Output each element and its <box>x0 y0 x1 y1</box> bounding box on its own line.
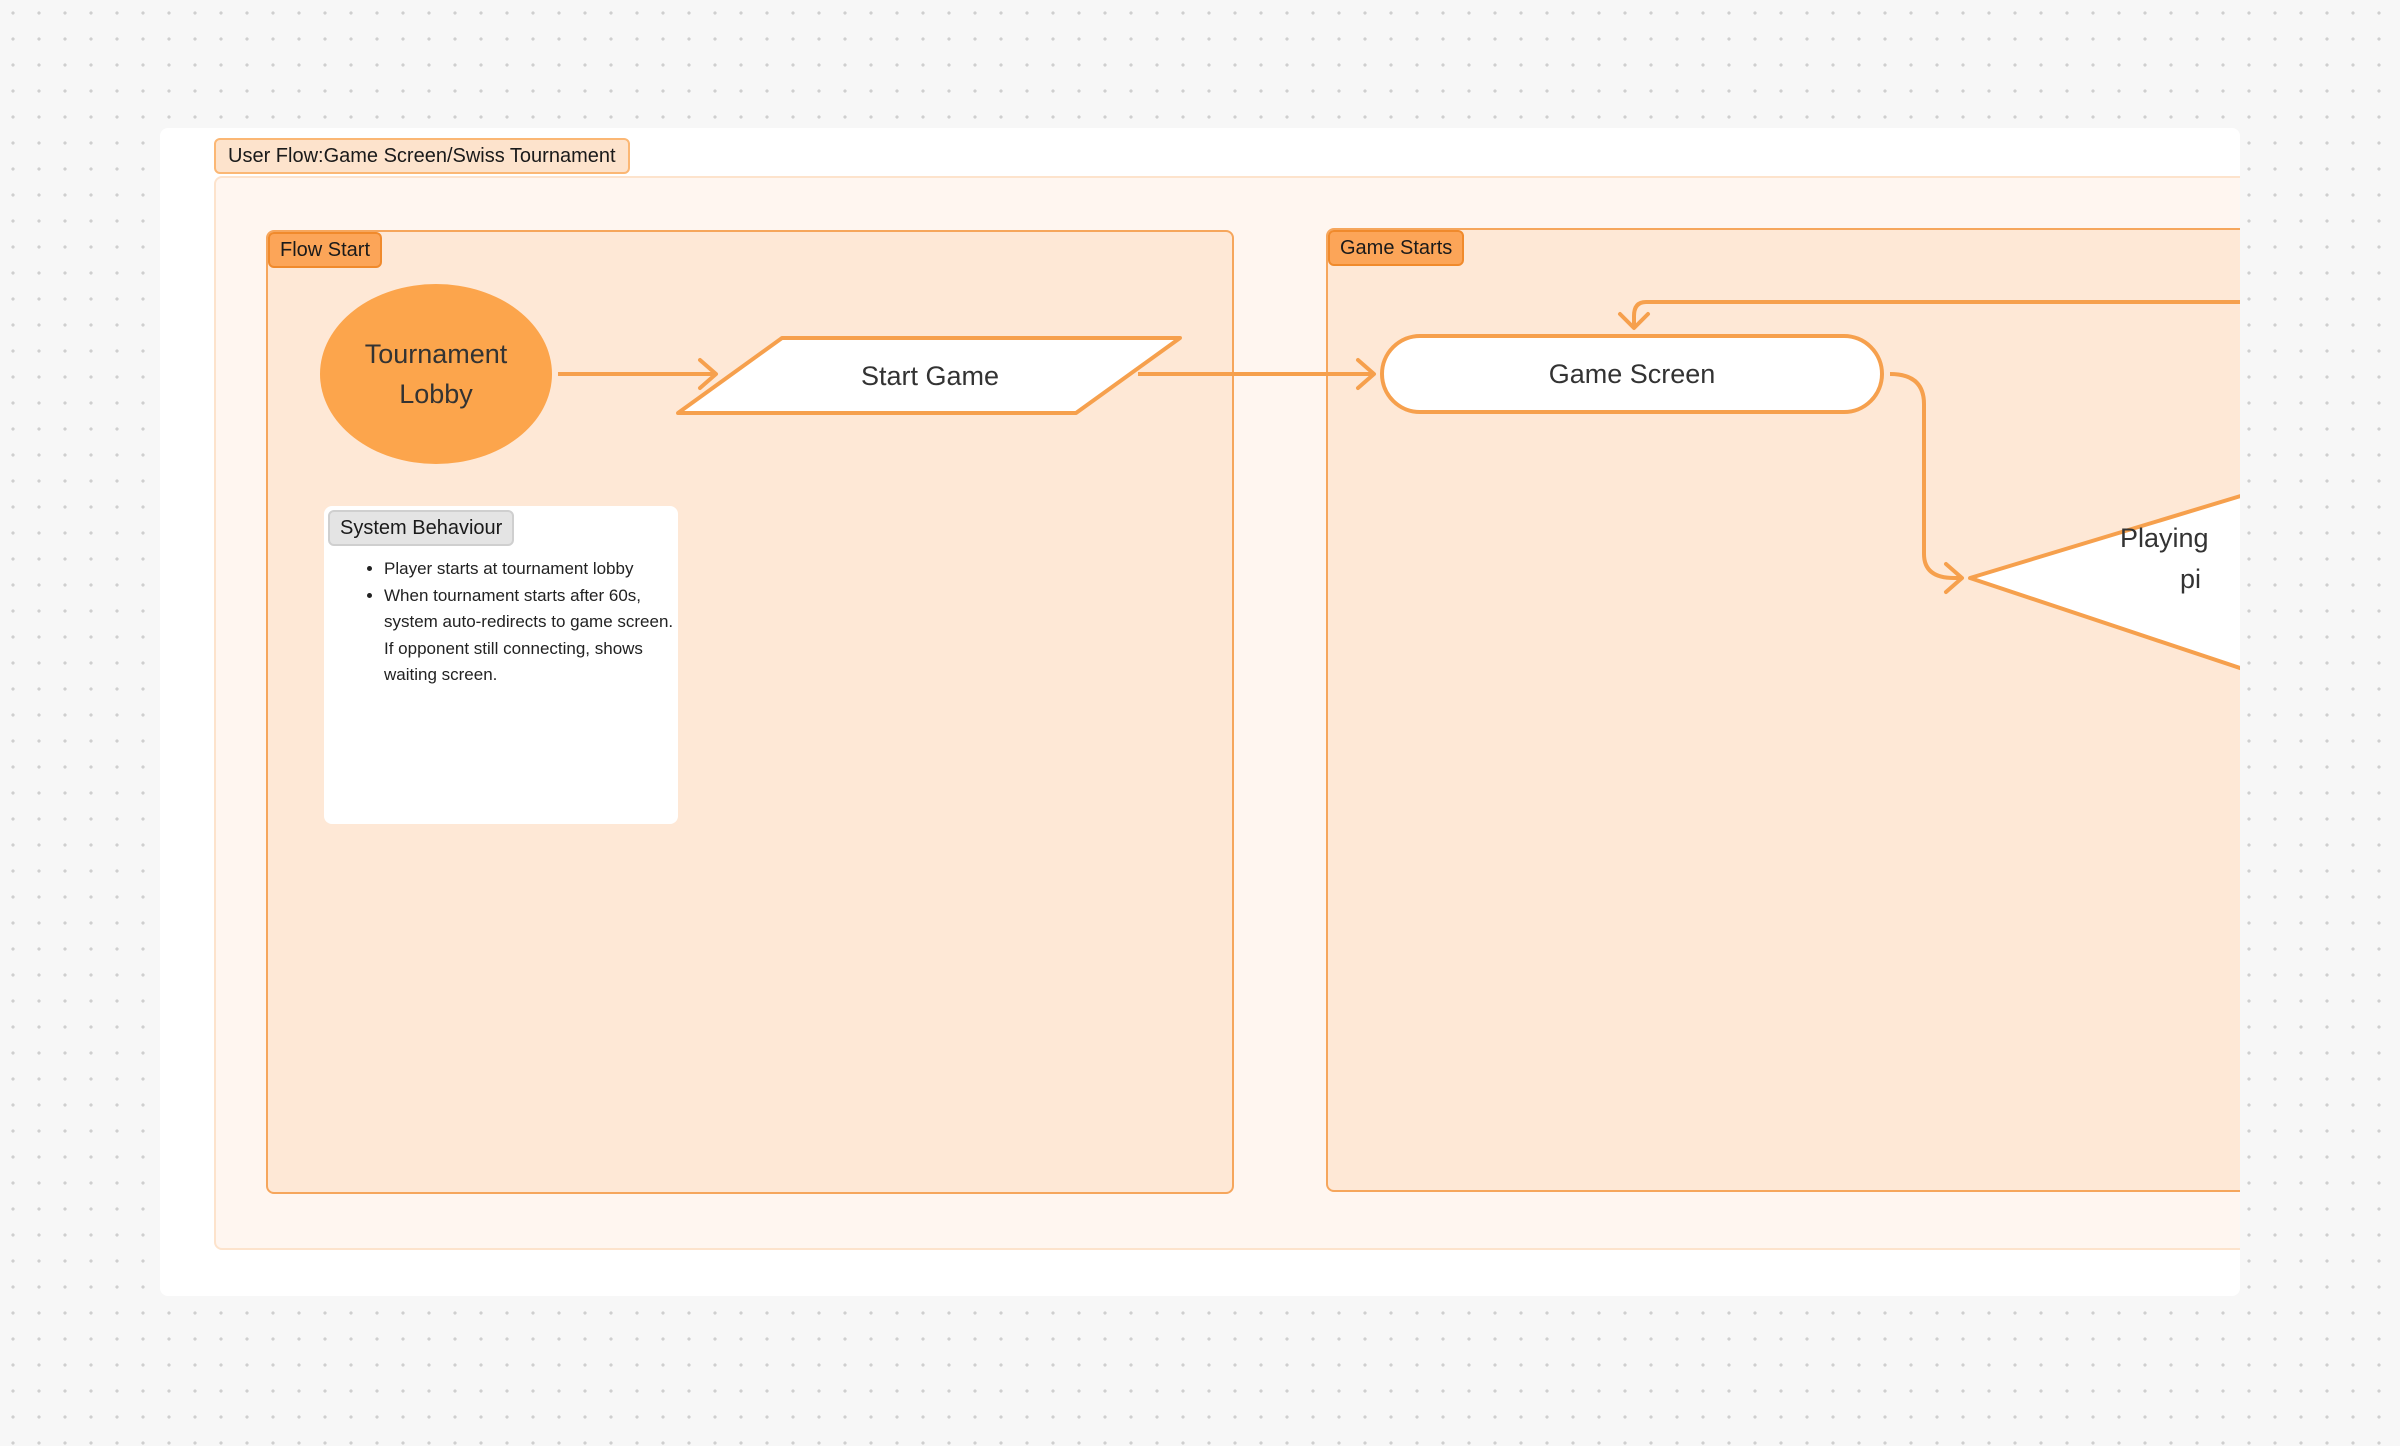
list-item: When tournament starts after 60s, system… <box>384 583 674 689</box>
playing-decision-label-line1: Playing <box>2120 523 2209 553</box>
connector-lobby-to-start <box>558 358 718 390</box>
playing-decision-node[interactable] <box>1968 478 2240 688</box>
list-item: Player starts at tournament lobby <box>384 556 674 583</box>
section-game-starts-label[interactable]: Game Starts <box>1328 230 1465 266</box>
connector-loop-back <box>1618 300 2240 330</box>
section-flow-start-label[interactable]: Flow Start <box>268 232 383 268</box>
tournament-lobby-label: Tournament Lobby <box>320 284 552 464</box>
system-behaviour-list: Player starts at tournament lobby When t… <box>360 556 674 689</box>
connector-game-screen-to-playing <box>1889 372 1964 594</box>
flow-diagram <box>320 284 2240 688</box>
system-behaviour-note[interactable]: System Behaviour Player starts at tourna… <box>324 506 678 824</box>
tournament-lobby-node[interactable] <box>320 284 552 464</box>
flow-title-tag[interactable]: User Flow:Game Screen/Swiss Tournament <box>214 138 630 174</box>
connector-start-to-game-screen <box>1138 358 1376 390</box>
start-game-node[interactable] <box>676 336 1182 415</box>
tournament-lobby-label-line2: Lobby <box>399 379 473 409</box>
game-screen-node[interactable] <box>1380 334 1884 414</box>
playing-decision-label-line2: pi <box>2180 564 2202 594</box>
system-behaviour-title: System Behaviour <box>328 510 515 546</box>
start-game-label: Start Game <box>860 360 1000 391</box>
game-screen-label: Game Screen <box>1548 359 1716 389</box>
tournament-lobby-label-line1: Tournament <box>364 339 508 369</box>
canvas-board: User Flow:Game Screen/Swiss Tournament F… <box>160 128 2240 1296</box>
